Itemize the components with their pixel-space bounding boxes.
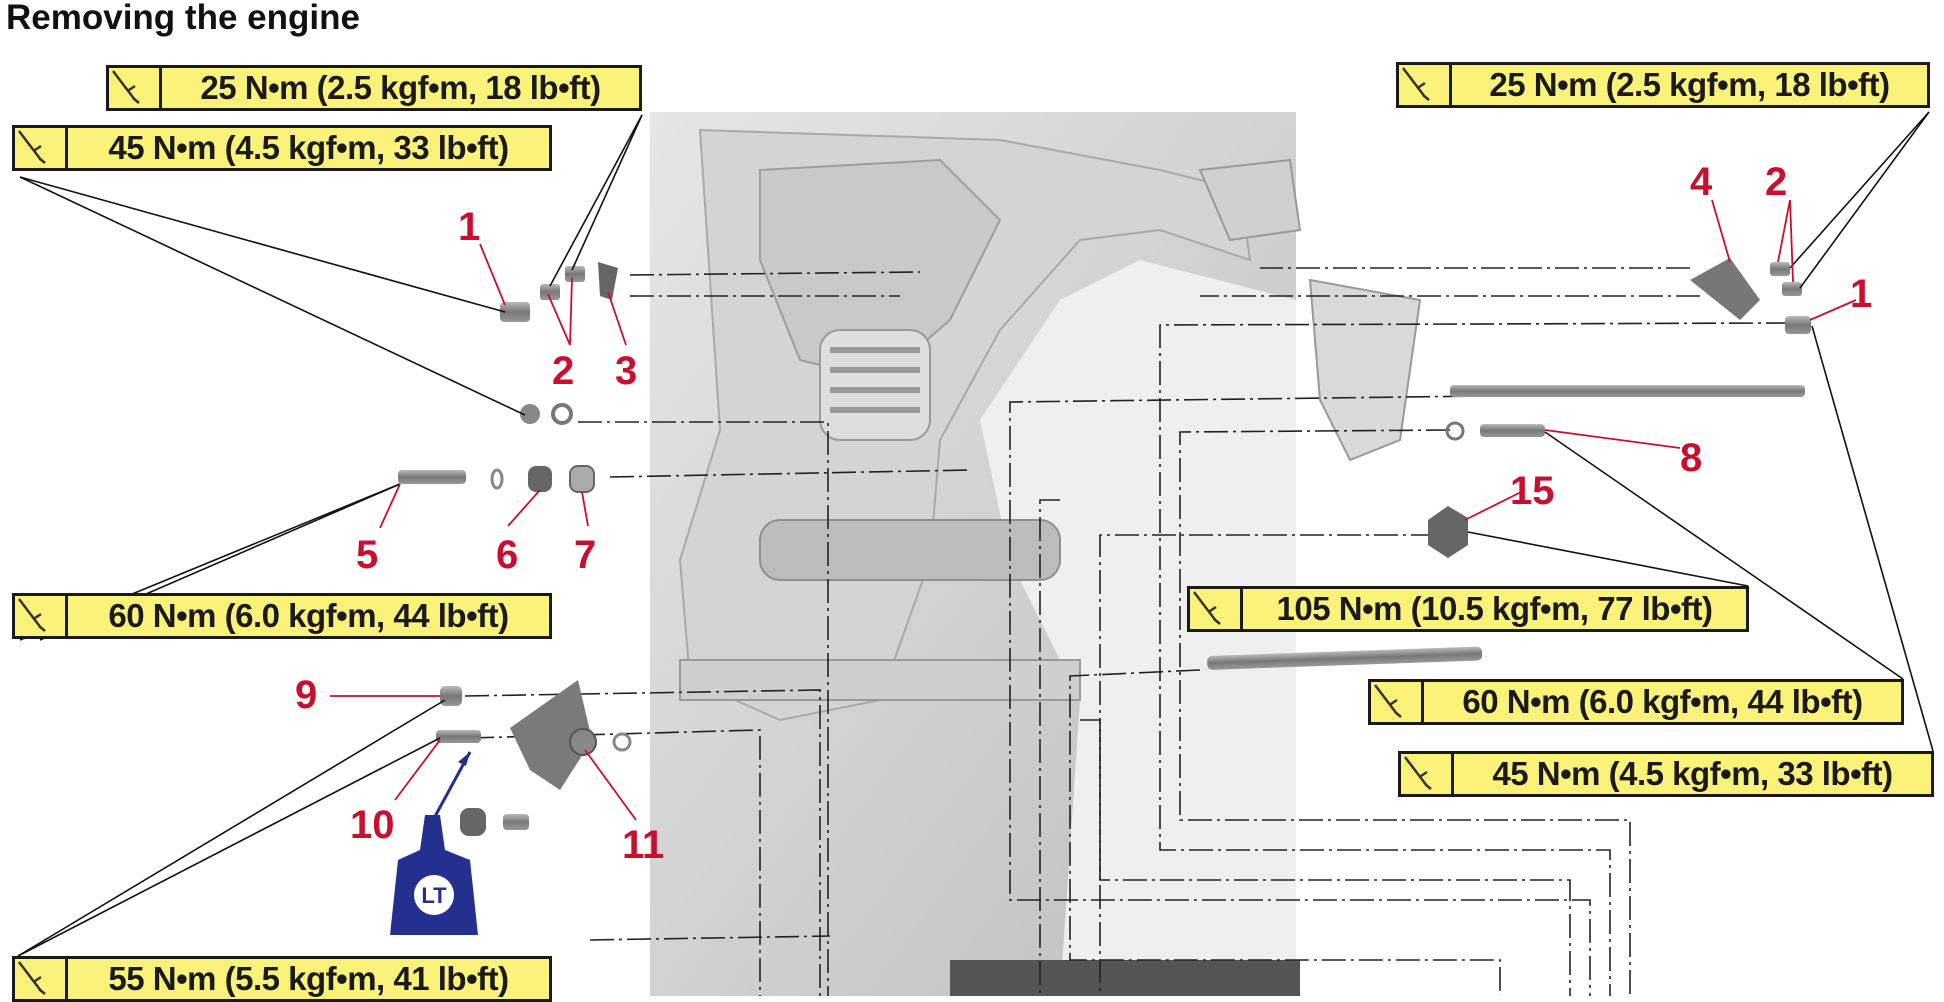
torque-value: 45 N•m (4.5 kgf•m, 33 lb•ft) — [108, 129, 509, 166]
callout-1-right: 1 — [1850, 272, 1872, 316]
callout-10: 10 — [350, 803, 395, 847]
callout-11: 11 — [622, 823, 664, 867]
torque-value: 105 N•m (10.5 kgf•m, 77 lb•ft) — [1276, 590, 1713, 627]
torque-spec-60nm-right: 60 N•m (6.0 kgf•m, 44 lb•ft) — [1368, 679, 1904, 725]
locktite-label: LT — [421, 883, 447, 908]
torque-value: 25 N•m (2.5 kgf•m, 18 lb•ft) — [1489, 66, 1890, 103]
callout-15: 15 — [1510, 469, 1555, 513]
callout-3: 3 — [615, 349, 637, 393]
torque-wrench-icon — [15, 128, 68, 168]
locktite-bottle-icon: LT — [390, 751, 478, 935]
callout-8: 8 — [1680, 436, 1702, 480]
torque-spec-45nm-left: 45 N•m (4.5 kgf•m, 33 lb•ft) — [12, 125, 552, 171]
torque-spec-55nm-left: 55 N•m (5.5 kgf•m, 41 lb•ft) — [12, 956, 552, 1002]
torque-spec-45nm-right: 45 N•m (4.5 kgf•m, 33 lb•ft) — [1398, 751, 1934, 797]
torque-spec-105nm: 105 N•m (10.5 kgf•m, 77 lb•ft) — [1187, 586, 1749, 632]
torque-spec-60nm-left: 60 N•m (6.0 kgf•m, 44 lb•ft) — [12, 593, 552, 639]
torque-value: 60 N•m (6.0 kgf•m, 44 lb•ft) — [1462, 683, 1863, 720]
callout-9: 9 — [295, 673, 317, 717]
hardware-parts — [398, 258, 1811, 836]
callout-6: 6 — [496, 533, 518, 577]
torque-wrench-icon — [15, 596, 68, 636]
torque-spec-25nm-left: 25 N•m (2.5 kgf•m, 18 lb•ft) — [106, 65, 642, 111]
torque-wrench-icon — [1399, 65, 1452, 105]
connector-lines — [464, 267, 1801, 996]
callout-2-left: 2 — [552, 349, 574, 393]
torque-value: 60 N•m (6.0 kgf•m, 44 lb•ft) — [108, 597, 509, 634]
torque-wrench-icon — [15, 959, 68, 999]
callout-5: 5 — [356, 533, 378, 577]
torque-value: 25 N•m (2.5 kgf•m, 18 lb•ft) — [200, 69, 601, 106]
torque-wrench-icon — [1190, 589, 1243, 629]
callout-4: 4 — [1690, 160, 1713, 204]
callout-leaders — [330, 199, 1857, 821]
torque-spec-25nm-right: 25 N•m (2.5 kgf•m, 18 lb•ft) — [1396, 62, 1930, 108]
callout-2-right: 2 — [1765, 160, 1787, 204]
torque-wrench-icon — [109, 68, 162, 108]
callout-7: 7 — [574, 533, 596, 577]
page-title: Removing the engine — [6, 0, 360, 37]
torque-wrench-icon — [1371, 682, 1424, 722]
torque-value: 55 N•m (5.5 kgf•m, 41 lb•ft) — [108, 960, 509, 997]
frame-illustration — [650, 112, 1422, 996]
torque-value: 45 N•m (4.5 kgf•m, 33 lb•ft) — [1492, 755, 1893, 792]
torque-wrench-icon — [1401, 754, 1454, 794]
callout-1-left: 1 — [458, 205, 480, 249]
